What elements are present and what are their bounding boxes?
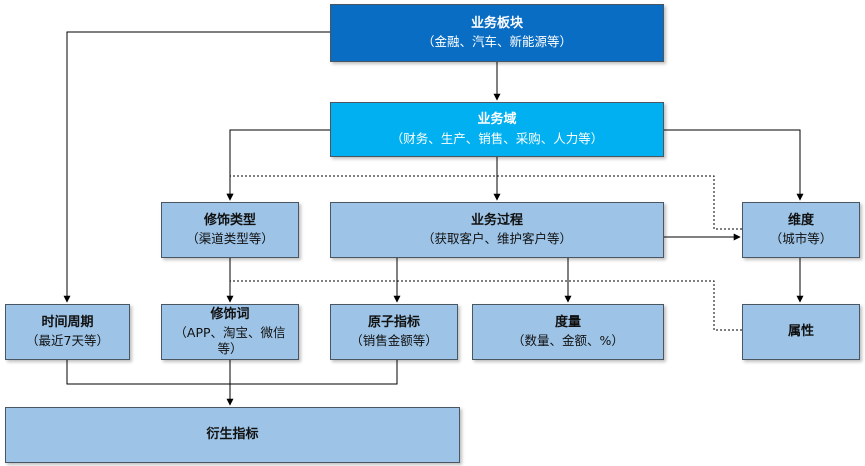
node-title: 度量 [554, 314, 581, 330]
node-title: 业务板块 [470, 15, 523, 31]
node-attribute: 属性 [742, 304, 860, 360]
node-title: 属性 [787, 323, 814, 339]
node-dimension: 维度 （城市等） [742, 202, 860, 258]
node-subtitle: （城市等） [769, 231, 833, 247]
node-title: 衍生指标 [206, 426, 259, 442]
node-time-period: 时间周期 （最近7天等） [5, 304, 130, 360]
node-title: 维度 [787, 212, 814, 228]
dashed-shuxing-xiushici [230, 280, 742, 331]
node-subtitle: （渠道类型等） [186, 231, 274, 247]
node-subtitle: （APP、淘宝、微信等） [174, 325, 286, 357]
dashed-weidu-xiushileixing [226, 175, 742, 230]
node-business-domain: 业务域 （财务、生产、销售、采购、人力等） [330, 102, 664, 157]
node-subtitle: （金融、汽车、新能源等） [421, 34, 572, 50]
node-subtitle: （最近7天等） [26, 333, 109, 349]
node-business-process: 业务过程 （获取客户、维护客户等） [330, 202, 664, 258]
node-subtitle: （销售金额等） [350, 333, 438, 349]
node-modifier-type: 修饰类型 （渠道类型等） [161, 202, 299, 258]
node-title: 业务过程 [470, 212, 523, 228]
node-modifier: 修饰词 （APP、淘宝、微信等） [161, 304, 299, 360]
edge-bankuai-to-shijian [63, 31, 330, 303]
node-title: 原子指标 [367, 314, 420, 330]
node-subtitle: （财务、生产、销售、采购、人力等） [390, 130, 604, 146]
edge-yu-to-weidu [664, 129, 804, 201]
node-business-sector: 业务板块 （金融、汽车、新能源等） [330, 4, 664, 62]
edge-merge-to-yansheng [66, 360, 398, 405]
node-title: 业务域 [477, 112, 517, 128]
node-title: 时间周期 [41, 314, 94, 330]
node-title: 修饰类型 [203, 212, 256, 228]
node-measure: 度量 （数量、金额、%） [472, 304, 664, 360]
node-subtitle: （数量、金额、%） [512, 333, 624, 349]
edge-yu-to-xiushileixing [226, 129, 330, 201]
node-title: 修饰词 [210, 307, 250, 323]
node-atomic-metric: 原子指标 （销售金额等） [330, 304, 458, 360]
node-derived-metric: 衍生指标 [5, 407, 460, 463]
node-subtitle: （获取客户、维护客户等） [421, 231, 572, 247]
